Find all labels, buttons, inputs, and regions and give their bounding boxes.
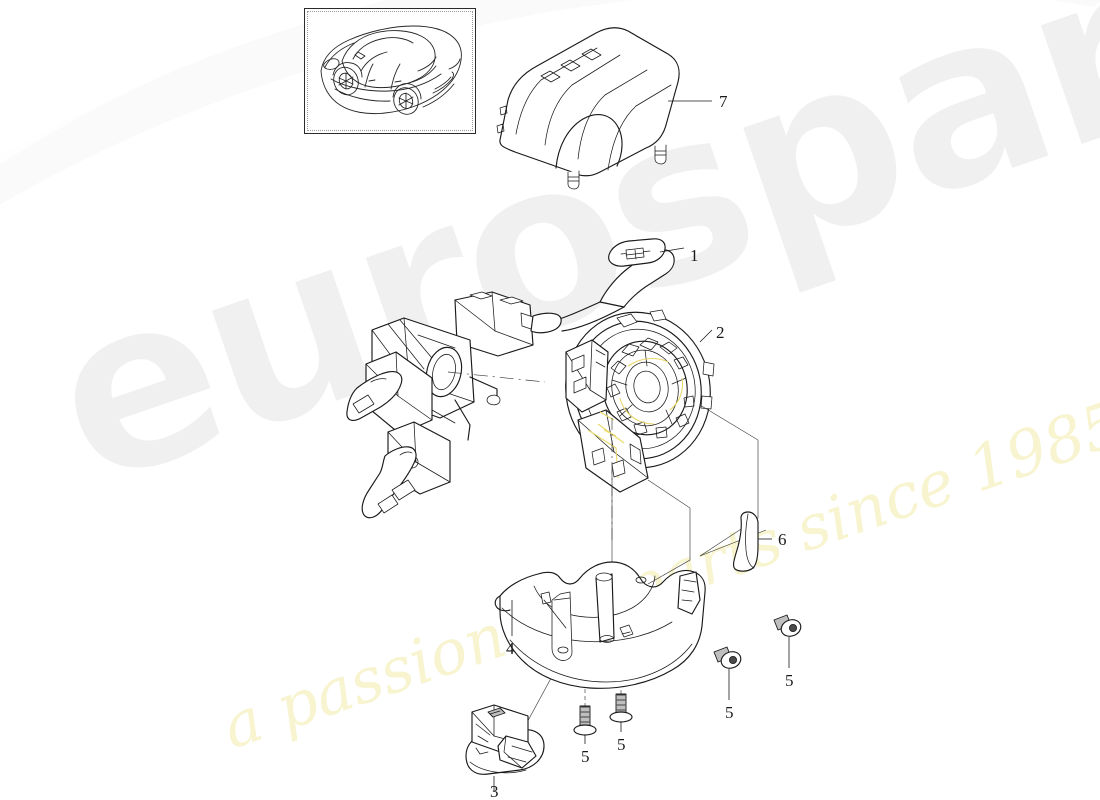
part-5-screws-shape <box>573 614 802 744</box>
callout-5-screw-d: 5 <box>785 671 794 690</box>
callout-5-screw-c: 5 <box>725 703 734 722</box>
steering-column-switch-module-shape <box>346 291 562 519</box>
part-6-clip-shape <box>732 511 772 572</box>
part-4-lower-shroud-shape <box>494 561 706 689</box>
callout-2-clock-spring: 2 <box>716 323 725 342</box>
part-1-multifunction-stalk-shape <box>547 238 685 332</box>
part-2-clock-spring-shape <box>565 309 715 493</box>
callout-7-upper-cover: 7 <box>719 92 728 111</box>
vehicle-inset-inner-border <box>307 11 473 131</box>
callout-1-multifunction-stalk: 1 <box>690 246 699 265</box>
porsche-panamera-outline-icon <box>320 25 462 115</box>
callout-6-clip: 6 <box>778 530 787 549</box>
callout-3-control-module: 3 <box>490 782 499 800</box>
vehicle-inset-frame <box>304 8 476 134</box>
part-3-sensor-module-shape <box>465 704 545 792</box>
callout-5-screw-a: 5 <box>581 747 590 766</box>
callout-5-screw-b: 5 <box>617 735 626 754</box>
part-7-upper-cover-shape <box>496 27 712 190</box>
callout-4-lower-shroud: 4 <box>506 639 515 658</box>
